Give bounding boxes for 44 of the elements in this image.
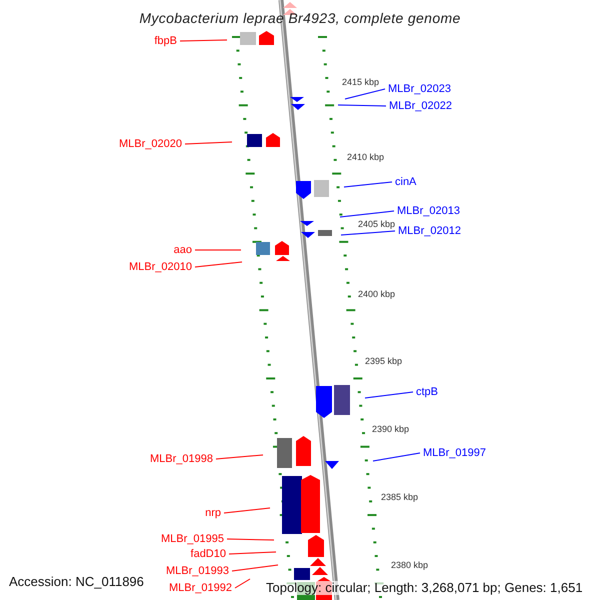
leader-line	[228, 552, 276, 554]
gene-label: MLBr_01992	[169, 580, 232, 596]
gene-label: MLBr_02023	[388, 81, 451, 97]
leader-line	[340, 230, 396, 236]
gene-label: MLBr_01998	[150, 451, 213, 467]
leader-line	[216, 454, 264, 460]
gene-label: MLBr_02022	[389, 98, 452, 114]
leader-line	[226, 538, 274, 540]
position-label: 2410 kbp	[347, 152, 384, 162]
genome-stats-label: Topology: circular; Length: 3,268,071 bp; Genes: 1,651	[266, 581, 583, 595]
leader-line	[180, 40, 228, 42]
leader-line	[364, 392, 414, 398]
position-label: 2415 kbp	[342, 77, 380, 87]
leader-line	[194, 262, 242, 268]
map-title: Mycobacterium leprae Br4923, complete genome	[138, 9, 462, 28]
position-label: 2400 kbp	[358, 289, 396, 299]
accession-label: Accession: NC_011896	[9, 574, 144, 590]
gene-label: aao	[174, 242, 192, 258]
gene-label: MLBr_01993	[166, 563, 229, 579]
position-label: 2385 kbp	[381, 492, 418, 502]
gene-label: fbpB	[154, 33, 177, 49]
leader-line	[340, 210, 394, 218]
leader-line	[344, 182, 392, 188]
gene-label: ctpB	[416, 384, 438, 400]
gene-label: MLBr_02012	[398, 223, 461, 239]
gene-label: cinA	[395, 174, 416, 190]
leader-line	[372, 452, 420, 462]
leader-line	[344, 88, 386, 100]
gene-label: MLBr_02013	[397, 203, 460, 219]
position-label: 2390 kbp	[372, 424, 410, 434]
leader-line	[234, 578, 250, 588]
position-label: 2395 kbp	[365, 356, 402, 366]
leader-line	[338, 104, 386, 106]
gene-label: MLBr_01997	[423, 445, 486, 461]
gene-label: MLBr_01995	[161, 531, 224, 547]
position-label: 2380 kbp	[391, 560, 428, 570]
gene-label: nrp	[205, 505, 221, 521]
gene-label: MLBr_02020	[119, 136, 182, 152]
leader-line	[224, 508, 270, 514]
leader-line	[232, 564, 278, 572]
leader-line	[184, 142, 232, 144]
gene-label: MLBr_02010	[129, 259, 192, 275]
position-label: 2405 kbp	[358, 219, 396, 229]
gene-label: fadD10	[190, 546, 226, 562]
